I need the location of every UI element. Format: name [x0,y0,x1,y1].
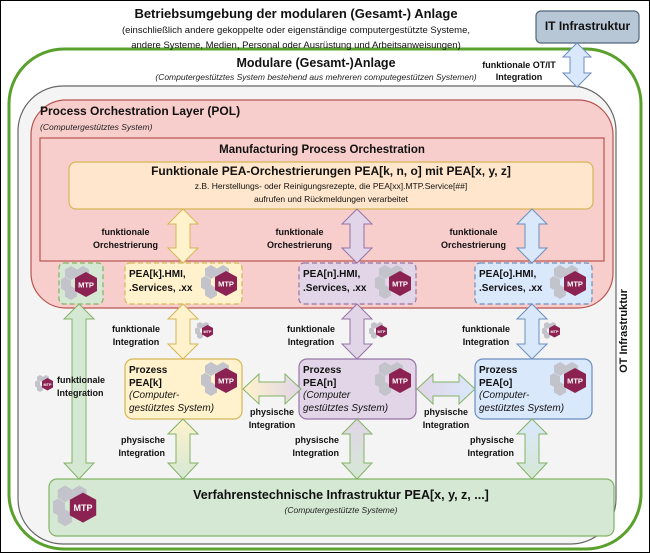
label-line1: physische [469,435,514,445]
integration-label-infra: funktionale Integration [57,374,127,400]
label-line2: Integration [112,337,160,347]
process-pea-o-text: Prozess PEA[o] (Computer- gestütztes Sys… [479,365,564,415]
orchestration-arrow-n [340,208,374,264]
pea-sub2: gestütztes System) [479,402,565,414]
pea-title2: PEA[n] [303,377,337,389]
hmi-line2: .Services, .xx [303,283,367,294]
environment-subtitle: (einschließlich andere gekoppelte oder e… [61,23,531,53]
pea-title1: Prozess [129,365,168,376]
hmi-o-text: PEA[o].HMI, .Services, .xx [479,268,542,296]
label-line1: physische [120,435,165,445]
label-line1: physische [249,407,295,417]
pea-sub1: (Computer [303,390,351,401]
integration-label-k: funktionale Integration [101,323,171,349]
label-line2: Orchestrierung [440,240,507,250]
label-line2: Integration [462,337,510,347]
label-line1: funktionale [111,324,160,334]
hmi-n-text: PEA[n].HMI, .Services, .xx [303,268,366,296]
orchestration-line2: aufrufen und Rückmeldungen verarbeitet [253,194,409,204]
label-line2: Integration [287,337,335,347]
infrastructure-pea-subtitle: (Computergestützte Systeme) [284,505,398,515]
orchestration-box [68,161,594,210]
physical-label-k-n: physische Integration [241,406,303,432]
label-line2: Orchestrierung [266,240,333,250]
environment-title: Betriebsumgebung der modularen (Gesamt-)… [134,6,458,21]
it-infrastructure-box [535,10,640,44]
label-line1: funktionale [101,227,150,237]
hmi-line1: PEA[k].HMI, [129,269,186,280]
label-line2: Integration [292,448,340,458]
modular-plant-subtitle: (Computergestütztes System bestehend aus… [155,72,477,82]
process-pea-k-text: Prozess PEA[k] (Computer- gestütztes Sys… [129,365,214,415]
it-ot-integration-label: funktionale OT/IT Integration [469,59,569,83]
it-infrastructure-label: IT Infrastruktur [544,19,631,33]
label-line2: Orchestrierung [92,240,159,250]
label-line2: Integration [118,448,166,458]
physical-arrow-k-n [242,372,302,406]
mpo-title: Manufacturing Process Orchestration [219,144,425,156]
orchestration-text: Funktionale PEA-Orchestrierungen PEA[k, … [69,164,593,206]
label-line1: physische [294,435,339,445]
modular-plant-title: Modulare (Gesamt-)Anlage [236,56,396,70]
physical-label-n-infra: physische Integration [267,434,340,460]
pea-title1: Prozess [479,365,518,376]
pol-subtitle: (Computergestütztes System) [40,122,153,132]
label-line1: funktionale [461,324,510,334]
label-line1: funktionale [449,227,498,237]
integration-label-n: funktionale Integration [276,323,346,349]
pea-sub2: gestütztes System) [303,402,389,414]
label-line2: Integration [422,420,470,430]
orchestration-label-o: funktionale Orchestrierung [431,226,516,252]
label-line2: Integration [467,448,515,458]
infrastructure-pea-title: Verfahrenstechnische Infrastruktur PEA[x… [193,488,489,502]
pol-title: Process Orchestration Layer (POL) [40,104,241,118]
orchestration-label-k: funktionale Orchestrierung [83,226,168,252]
it-ot-label-line2: Integration [495,72,543,82]
label-line2: Integration [57,388,104,398]
it-ot-arrow [561,42,593,88]
orchestration-line1: z.B. Herstellungs- oder Reinigungsrezept… [194,181,468,191]
pea-title2: PEA[o] [479,377,513,389]
hmi-k-text: PEA[k].HMI, .Services, .xx [129,268,192,296]
label-line2: Integration [248,420,296,430]
integration-label-o: funktionale Integration [451,323,521,349]
infrastructure-pea-box [48,478,615,537]
label-line1: physische [423,407,469,417]
hmi-line1: PEA[n].HMI, [303,269,361,280]
pea-sub1: (Computer- [479,390,530,401]
hmi-line2: .Services, .xx [129,283,193,294]
orchestration-label-n: funktionale Orchestrierung [257,226,342,252]
hmi-line2: .Services, .xx [479,283,543,294]
environment-subtitle-line1: (einschließlich andere gekoppelte oder e… [121,25,470,36]
hmi-line1: PEA[o].HMI, [479,269,537,280]
pea-title1: Prozess [303,365,342,376]
label-line1: funktionale [57,375,106,385]
physical-arrow-n-o [416,372,476,406]
label-line1: funktionale [275,227,324,237]
orchestration-arrow-k [166,208,200,264]
ot-infrastructure-label: OT Infrastruktur [618,289,630,373]
physical-label-n-o: physische Integration [415,406,477,432]
pea-sub2: gestütztes System) [129,402,215,414]
it-ot-label-line1: funktionale OT/IT [482,60,556,70]
pea-sub1: (Computer- [129,390,180,401]
orchestration-title: Funktionale PEA-Orchestrierungen PEA[k, … [151,164,511,178]
physical-label-o-infra: physische Integration [442,434,515,460]
pea-title2: PEA[k] [129,377,162,389]
orchestration-arrow-o [515,208,549,264]
process-pea-n-text: Prozess PEA[n] (Computer gestütztes Syst… [303,365,388,415]
environment-subtitle-line2: andere Systeme, Medien, Personal oder Au… [131,40,461,51]
physical-label-k-infra: physische Integration [93,434,166,460]
label-line1: funktionale [286,324,335,334]
